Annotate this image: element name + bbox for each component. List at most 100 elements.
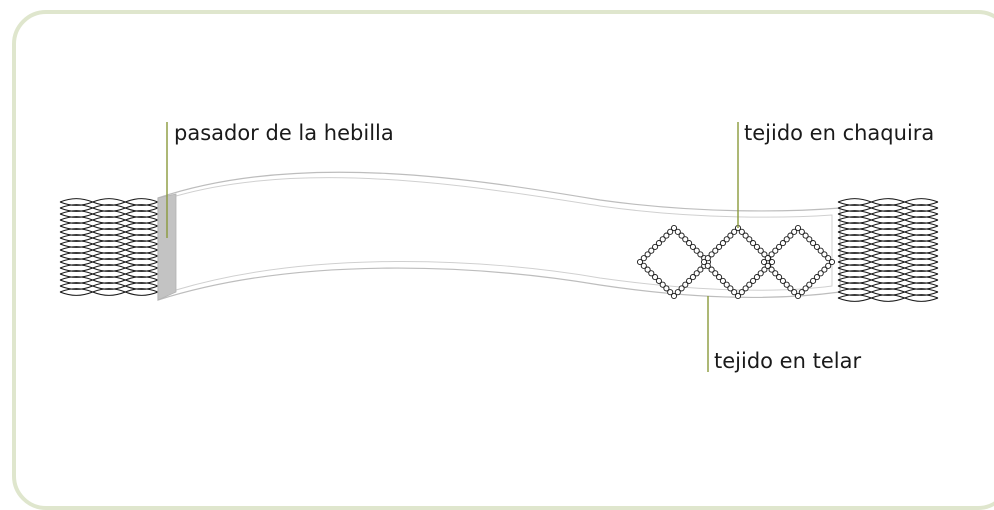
bead [697,266,704,273]
bead [697,251,704,258]
label-loom-weave: tejido en telar [714,349,861,373]
bead [712,270,719,277]
bead [674,228,681,235]
bead [810,277,817,284]
fringe-thread [837,228,939,236]
fringe-thread [837,246,939,254]
bead [644,251,651,258]
fringe-thread [837,288,939,296]
bead [716,274,723,281]
fringe-thread [59,258,159,266]
bead [636,258,644,266]
bead [682,236,689,243]
bead [644,266,651,273]
bead [742,232,749,239]
bead [825,255,832,262]
bead [768,266,775,273]
bead [704,255,711,262]
bead [667,228,674,235]
fringe-thread [837,264,939,272]
fringe-thread [59,204,159,212]
fringe-thread [837,270,939,278]
bead [794,292,802,300]
bead [821,251,828,258]
fringe-thread [837,270,939,278]
fringe-thread [837,258,939,266]
bead [727,285,734,292]
bead [817,270,824,277]
bead [734,292,742,300]
bead [813,274,820,281]
bead [757,247,764,254]
fringe-thread [59,234,159,242]
fringe-thread [59,240,159,248]
bead [648,270,655,277]
fringe-thread [59,282,159,290]
bead [768,251,775,258]
bead [682,281,689,288]
fringe-thread [837,222,939,230]
bead [655,240,662,247]
bead [686,240,693,247]
bead [652,243,659,250]
bead [806,281,813,288]
bead [640,255,647,262]
strap-inner-border [175,177,833,291]
bead [742,285,749,292]
bead [693,247,700,254]
bead [761,251,768,258]
fringe-thread [837,198,939,206]
bead [655,277,662,284]
bead [772,270,779,277]
bead [670,224,678,232]
bead [663,285,670,292]
bead [806,236,813,243]
fringe-thread [59,222,159,230]
fringe-thread [59,288,159,296]
fringe-thread [837,222,939,230]
bead [719,240,726,247]
bead [712,247,719,254]
bead [704,262,711,269]
bead [791,228,798,235]
bead [708,266,715,273]
fringe-thread [837,282,939,290]
bead [727,232,734,239]
fringe-thread [837,252,939,260]
bead [772,247,779,254]
fringe-thread [837,276,939,284]
bead [753,243,760,250]
belt-diagram: pasador de la hebilla tejido en chaquira… [59,121,939,373]
bead [764,262,771,269]
fringe-thread [59,270,159,278]
bead [821,266,828,273]
buckle-loop [157,193,177,301]
fringe-thread [59,258,159,266]
bead [828,258,836,266]
fringe-thread [837,216,939,224]
bead [813,243,820,250]
bead [731,228,738,235]
bead [652,274,659,281]
strap-outline [157,171,841,301]
bead [648,247,655,254]
bead [779,240,786,247]
bead [794,224,802,232]
bead [746,281,753,288]
fringe-thread [59,228,159,236]
bead [738,228,745,235]
bead [776,243,783,250]
bead [659,236,666,243]
bead [750,240,757,247]
bead [757,270,764,277]
fringe-thread [837,282,939,290]
bead [787,285,794,292]
fringe-thread [837,240,939,248]
bead [659,281,666,288]
fringe-thread [837,276,939,284]
fringe-thread [59,234,159,242]
fringe-thread [837,240,939,248]
fringe-thread [59,198,159,206]
fringe-thread [59,264,159,272]
bead [810,240,817,247]
